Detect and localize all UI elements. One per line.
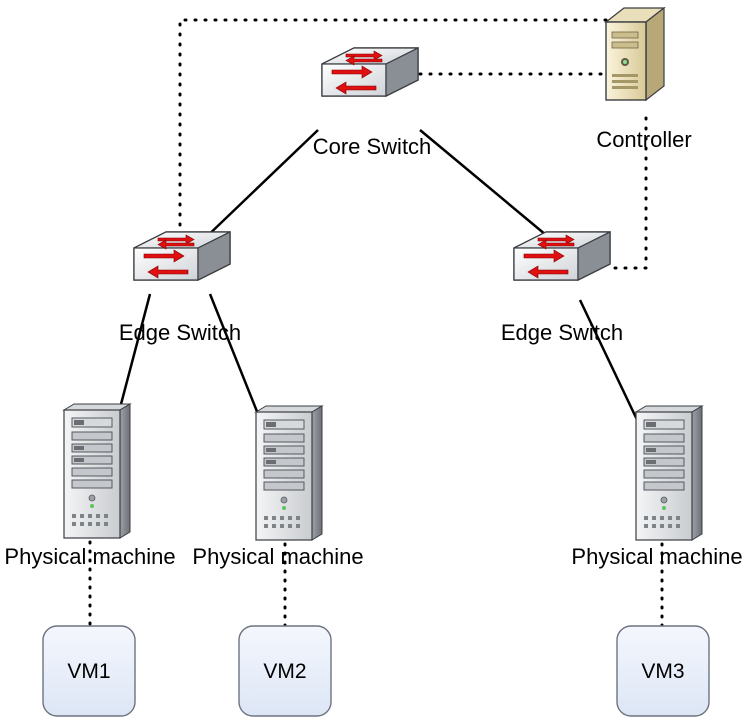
controller-node: Controller xyxy=(596,6,692,152)
edge-switch-icon xyxy=(133,231,231,281)
edge-switch-icon xyxy=(513,231,611,281)
edge-switch-right-node: Edge Switch xyxy=(501,231,623,345)
server-icon xyxy=(635,405,703,541)
controller-server-icon xyxy=(604,6,666,102)
links xyxy=(88,18,664,628)
vm2-label: VM2 xyxy=(263,660,306,683)
link-core-left-edge xyxy=(199,129,319,244)
vm1-node: VM1 xyxy=(42,625,136,717)
core-switch-node: Core Switch xyxy=(313,47,432,159)
vm3-node: VM3 xyxy=(616,625,710,717)
physical-machine-1-node: Physical machine xyxy=(4,403,176,569)
vm3-box xyxy=(616,625,710,717)
vm1-box xyxy=(42,625,136,717)
controller-label: Controller xyxy=(596,127,691,152)
physical-machine-2-node: Physical machine xyxy=(192,405,364,569)
core-switch-icon xyxy=(321,47,419,97)
link-right-edge-pm3 xyxy=(578,299,642,427)
physical-machine-3-node: Physical machine xyxy=(571,405,743,569)
core-switch-label: Core Switch xyxy=(313,134,432,159)
vm2-box xyxy=(238,625,332,717)
vm3-label: VM3 xyxy=(641,660,684,683)
edge-switch-left-node: Edge Switch xyxy=(119,231,241,345)
physical-machine-1-label: Physical machine xyxy=(4,544,175,569)
vm1-label: VM1 xyxy=(67,660,110,683)
server-icon xyxy=(255,405,323,541)
server-icon xyxy=(63,403,131,539)
edge-switch-right-label: Edge Switch xyxy=(501,320,623,345)
link-left-edge-pm2 xyxy=(208,293,260,415)
physical-machine-2-label: Physical machine xyxy=(192,544,363,569)
link-core-right-edge xyxy=(419,129,553,241)
physical-machine-3-label: Physical machine xyxy=(571,544,742,569)
link-left-edge-pm1 xyxy=(118,293,152,409)
control-link-controller-right-edge xyxy=(608,116,648,270)
vm2-node: VM2 xyxy=(238,625,332,717)
edge-switch-left-label: Edge Switch xyxy=(119,320,241,345)
